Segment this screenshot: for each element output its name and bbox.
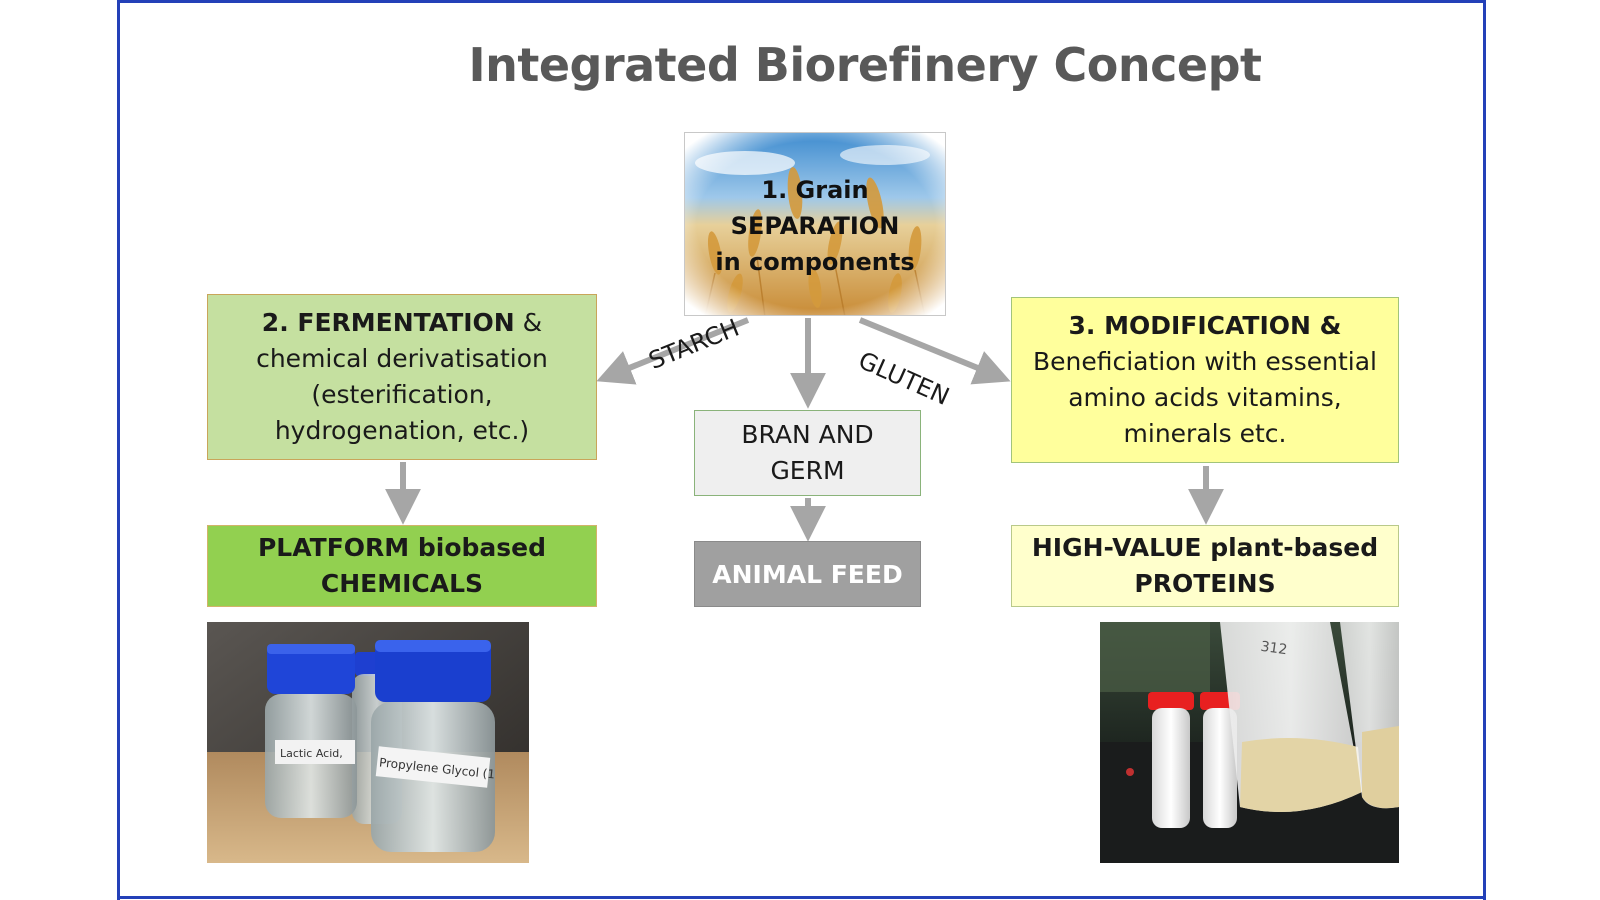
fermentation-line-1: chemical derivatisation xyxy=(256,344,548,373)
animal-feed-box: ANIMAL FEED xyxy=(694,541,921,607)
proteins-line-2: PROTEINS xyxy=(1134,569,1276,598)
bottle-label-lactic: Lactic Acid, xyxy=(280,747,343,760)
platform-line-1: PLATFORM biobased xyxy=(257,533,546,562)
slide-title: Integrated Biorefinery Concept xyxy=(468,38,1262,92)
chemical-bottles-photo: Lactic Acid, Propylene Glycol (1 xyxy=(207,622,529,863)
grain-line-2: SEPARATION xyxy=(730,212,900,240)
modification-heading: 3. MODIFICATION & xyxy=(1068,311,1342,340)
proteins-box: HIGH-VALUE plant-based PROTEINS xyxy=(1011,525,1399,607)
grain-line-3: in components xyxy=(715,248,915,276)
modification-box: 3. MODIFICATION & Beneficiation with ess… xyxy=(1011,297,1399,463)
grain-line-1: 1. Grain xyxy=(761,176,869,204)
modification-line-3: minerals etc. xyxy=(1123,419,1287,448)
platform-chemicals-box: PLATFORM biobased CHEMICALS xyxy=(207,525,597,607)
slide-frame xyxy=(117,0,1486,900)
bag-note: 312 xyxy=(1260,639,1289,659)
fermentation-line-3: hydrogenation, etc.) xyxy=(274,416,530,445)
animal-feed-label: ANIMAL FEED xyxy=(712,559,903,589)
arrow-starch xyxy=(596,317,750,385)
fermentation-line-2: (esterification, xyxy=(311,380,493,409)
grain-separation-box: 1. Grain SEPARATION in components xyxy=(684,132,946,316)
fermentation-heading: 2. FERMENTATION xyxy=(261,308,515,337)
arrow-gluten xyxy=(858,317,1011,385)
proteins-line-1: HIGH-VALUE plant-based xyxy=(1031,533,1379,562)
bran-germ-box: BRAN AND GERM xyxy=(694,410,921,496)
wheat-field-image xyxy=(685,133,945,315)
bran-line-2: GERM xyxy=(770,456,845,485)
modification-line-1: Beneficiation with essential xyxy=(1032,347,1377,376)
fermentation-amp: & xyxy=(514,308,543,337)
protein-samples-photo: 312 xyxy=(1100,622,1399,863)
bran-line-1: BRAN AND xyxy=(741,420,874,449)
modification-line-2: amino acids vitamins, xyxy=(1068,383,1342,412)
fermentation-box: 2. FERMENTATION & chemical derivatisatio… xyxy=(207,294,597,460)
slide-frame-bottom xyxy=(117,896,1486,899)
platform-line-2: CHEMICALS xyxy=(320,569,484,598)
